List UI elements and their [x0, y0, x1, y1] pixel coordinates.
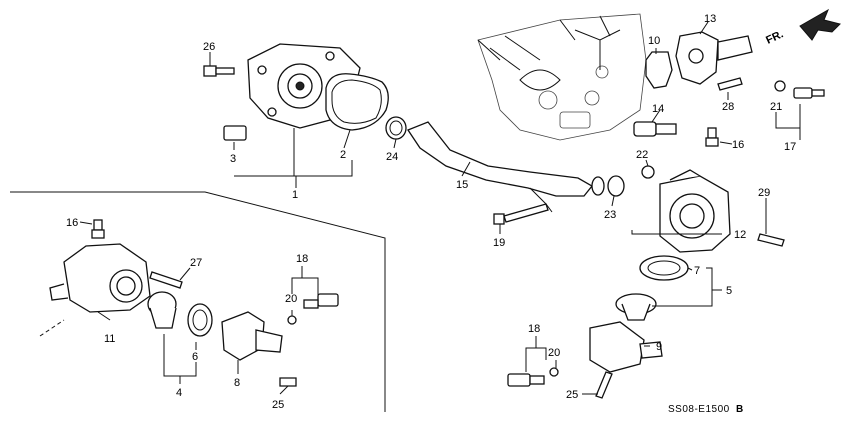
callout-2: 2	[340, 149, 346, 161]
callout-12: 12	[734, 229, 746, 241]
callout-18-left: 18	[296, 253, 308, 265]
front-arrow-icon	[799, 8, 841, 41]
bolt-19	[493, 203, 549, 225]
figure-code: SS08-E1500	[668, 404, 730, 415]
bleed-bolt-16-top	[705, 127, 719, 147]
gasket-10	[645, 51, 673, 89]
o-ring-24	[385, 116, 407, 140]
washer-20-right	[549, 367, 559, 377]
callout-7: 7	[694, 265, 700, 277]
thermostat-cover-9	[589, 321, 663, 373]
callout-5: 5	[726, 285, 732, 297]
thermostat-4	[147, 291, 177, 329]
washer-22	[641, 165, 655, 179]
bolt-27	[149, 271, 183, 289]
callout-25-right: 25	[566, 389, 578, 401]
thermostat-housing-12	[659, 169, 731, 253]
callout-16-left: 16	[66, 217, 78, 229]
callout-21: 21	[770, 101, 782, 113]
callout-1: 1	[292, 189, 298, 201]
callout-29: 29	[758, 187, 770, 199]
washer-20-left	[287, 315, 297, 325]
callout-labels: 26 3 2 1 10 13 24 14 28 21 17 16 22 15 2…	[66, 13, 796, 411]
figure-suffix: B	[736, 404, 744, 415]
housing-11	[49, 243, 151, 313]
callout-6: 6	[192, 351, 198, 363]
callout-19: 19	[493, 237, 505, 249]
outlet-13	[675, 31, 753, 85]
callout-17: 17	[784, 141, 796, 153]
bleed-bolt-16-left	[91, 219, 105, 239]
bolt-25-left	[279, 377, 297, 387]
engine-block	[477, 13, 647, 141]
sensor-18-left	[303, 293, 339, 309]
o-ring-23	[607, 175, 625, 197]
callout-20-left: 20	[285, 293, 297, 305]
sensor-14	[633, 121, 677, 137]
bolt-28	[717, 77, 743, 91]
callout-4: 4	[176, 387, 182, 399]
direction-label: FR.	[764, 28, 785, 46]
callout-20-right: 20	[548, 347, 560, 359]
thermostat-5	[615, 293, 657, 321]
callout-27: 27	[190, 257, 202, 269]
callout-11: 11	[104, 333, 115, 345]
callout-18-right: 18	[528, 323, 540, 335]
bolt-29	[757, 233, 785, 247]
callout-10: 10	[648, 35, 660, 47]
callout-8: 8	[234, 377, 240, 389]
water-pipe-15	[407, 121, 593, 197]
leader-lines	[39, 21, 801, 395]
callout-22: 22	[636, 149, 648, 161]
callout-9: 9	[656, 341, 662, 353]
gasket-7	[639, 255, 689, 281]
sensor-17	[774, 80, 825, 99]
callout-14: 14	[652, 103, 664, 115]
gasket-6	[187, 303, 213, 337]
inset-frame	[10, 191, 386, 412]
callout-16-top: 16	[732, 139, 744, 151]
callout-13: 13	[704, 13, 716, 25]
pump-gasket	[325, 73, 389, 131]
dowel-3	[223, 125, 247, 141]
bolt-25-right	[595, 371, 613, 399]
callout-26: 26	[203, 41, 215, 53]
sensor-18-right	[507, 373, 545, 387]
cover-8	[221, 311, 283, 361]
callout-28: 28	[722, 101, 734, 113]
callout-15: 15	[456, 179, 468, 191]
callout-23: 23	[604, 209, 616, 221]
bolt-26	[203, 65, 235, 77]
callout-25-left: 25	[272, 399, 284, 411]
callout-3: 3	[230, 153, 236, 165]
callout-24: 24	[386, 151, 398, 163]
